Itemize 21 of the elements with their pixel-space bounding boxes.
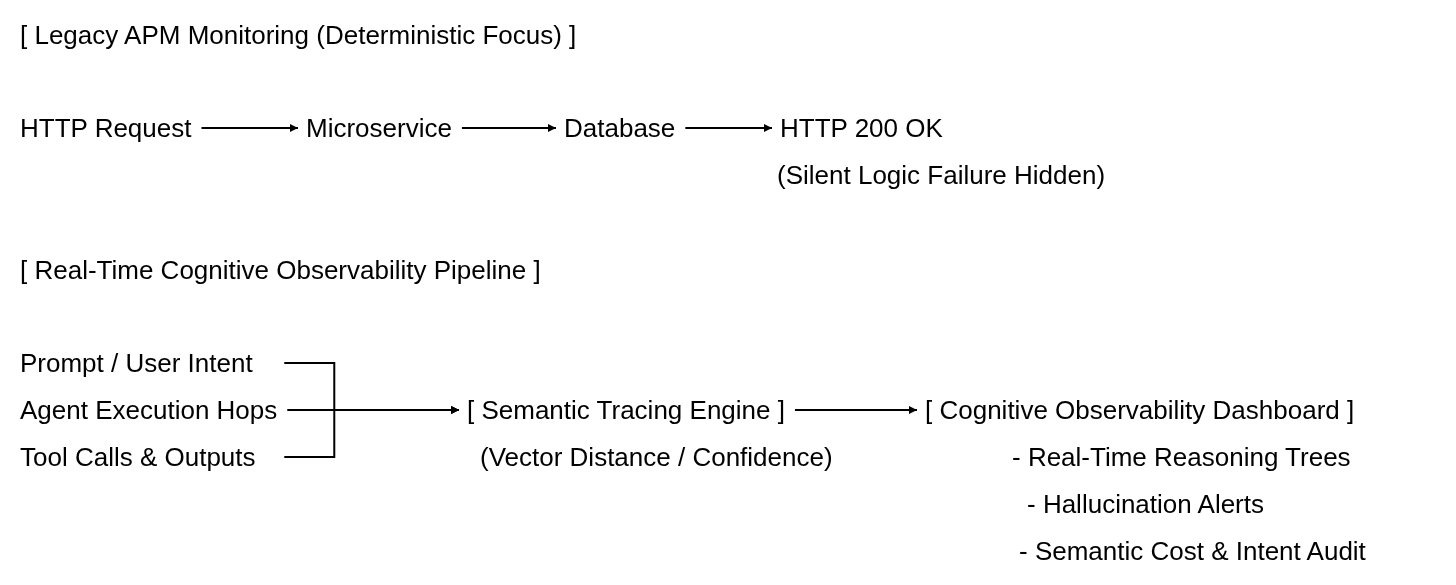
section-heading: [ Real-Time Cognitive Observability Pipeline ]	[20, 255, 541, 285]
node-label: HTTP Request	[20, 113, 192, 143]
note-text: - Real-Time Reasoning Trees	[1012, 442, 1351, 472]
node-label: Database	[564, 113, 676, 143]
node-label: Prompt / User Intent	[20, 348, 253, 378]
arrow	[200, 124, 299, 132]
arrow	[793, 406, 918, 414]
arrow	[684, 124, 773, 132]
node-label: HTTP 200 OK	[780, 113, 943, 143]
note-text: - Semantic Cost & Intent Audit	[1019, 536, 1366, 566]
note-text: - Hallucination Alerts	[1027, 489, 1264, 519]
node-label: [ Semantic Tracing Engine ]	[467, 395, 785, 425]
node-label: Microservice	[306, 113, 452, 143]
node-label: Tool Calls & Outputs	[20, 442, 256, 472]
node-label: Agent Execution Hops	[20, 395, 278, 425]
arrow	[460, 124, 557, 132]
arrow	[283, 406, 460, 458]
section-heading: [ Legacy APM Monitoring (Deterministic Focus) ]	[20, 20, 577, 50]
note-text: (Vector Distance / Confidence)	[480, 442, 833, 472]
note-text: (Silent Logic Failure Hidden)	[777, 160, 1106, 190]
node-label: [ Cognitive Observability Dashboard ]	[925, 395, 1355, 425]
